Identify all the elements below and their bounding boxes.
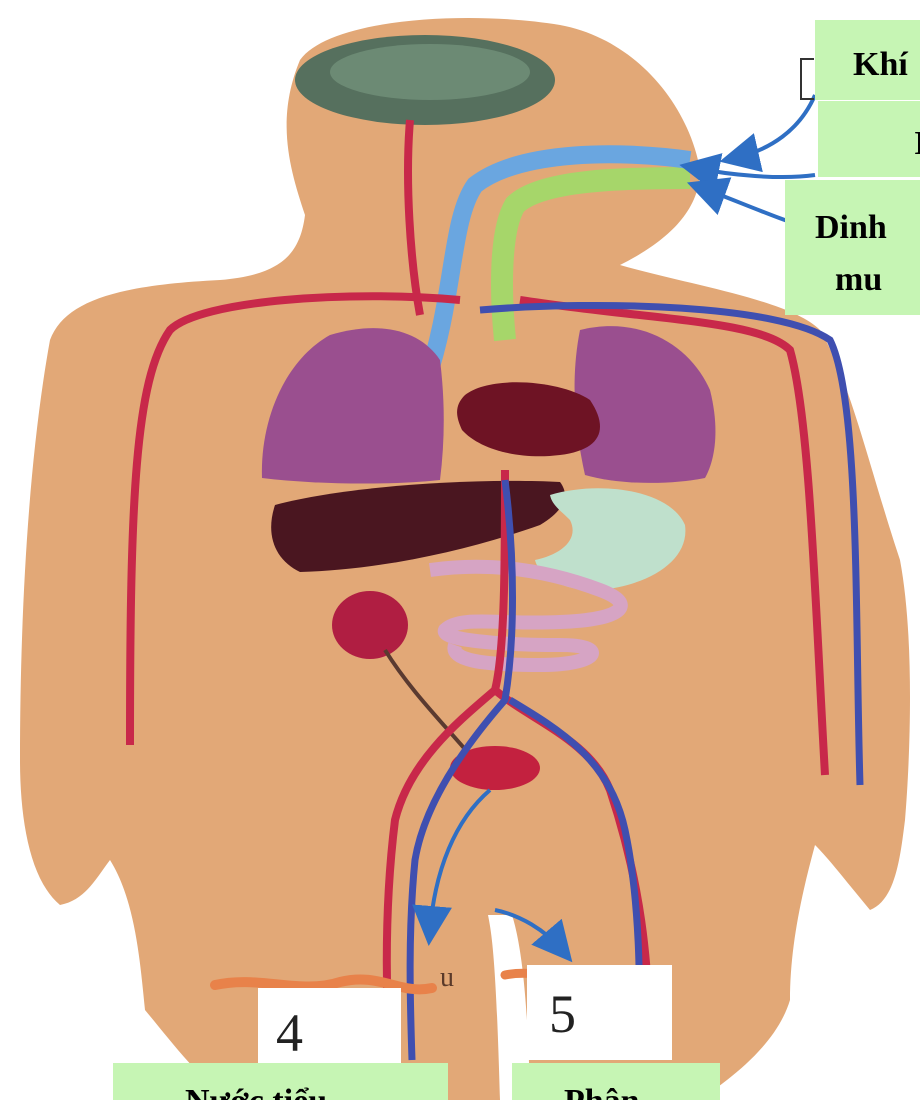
answer-box-5[interactable]: 5	[527, 965, 672, 1060]
faint-text: u	[440, 962, 454, 994]
box-5-text: 5	[549, 984, 576, 1044]
box-4-text: 4	[276, 1003, 303, 1063]
answer-box-4[interactable]: 4	[258, 988, 401, 1063]
